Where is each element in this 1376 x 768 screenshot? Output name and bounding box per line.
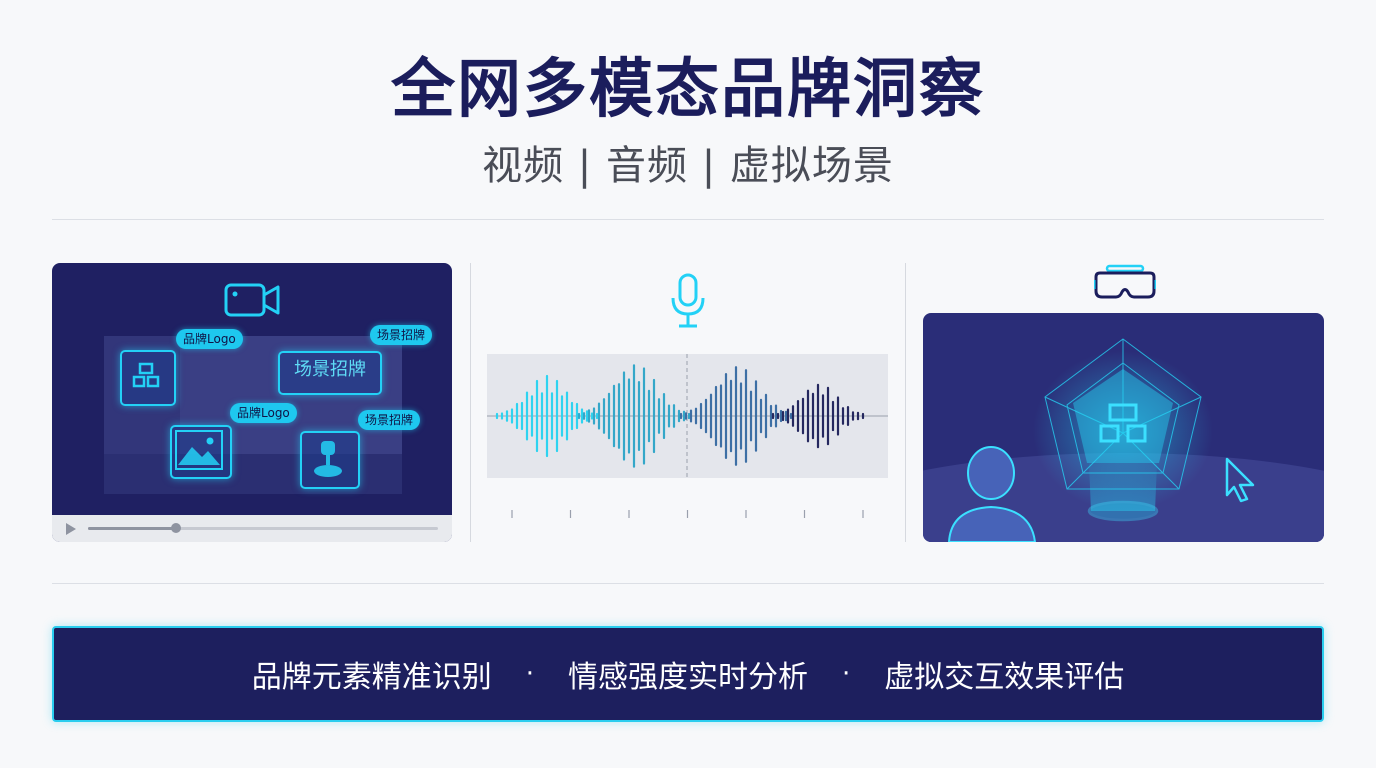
signboard-text: 场景招牌 bbox=[294, 359, 366, 380]
page-subtitle: 视频 | 音频 | 虚拟场景 bbox=[482, 143, 894, 189]
image-icon bbox=[175, 430, 223, 470]
audio-waveform bbox=[487, 354, 888, 478]
feature-banner: 品牌元素精准识别 · 情感强度实时分析 · 虚拟交互效果评估 bbox=[52, 626, 1324, 722]
column-divider bbox=[905, 263, 906, 542]
banner-separator: · bbox=[525, 659, 534, 689]
image-detection-box bbox=[170, 425, 232, 479]
banner-separator: · bbox=[842, 659, 851, 689]
top-divider bbox=[52, 219, 1324, 220]
cursor-icon bbox=[1225, 457, 1255, 503]
play-icon[interactable] bbox=[65, 522, 77, 536]
person-icon bbox=[947, 446, 1037, 542]
virtual-scene-panel bbox=[923, 313, 1324, 542]
detection-tag: 品牌Logo bbox=[230, 403, 297, 423]
video-camera-icon bbox=[224, 283, 280, 317]
signboard-detection-box: 场景招牌 bbox=[278, 351, 382, 395]
vr-headset-icon bbox=[1094, 264, 1156, 299]
logo-detection-box bbox=[120, 350, 176, 406]
grid-icon bbox=[132, 362, 160, 388]
microphone-icon bbox=[671, 273, 705, 328]
video-controls bbox=[52, 515, 452, 542]
detection-tag: 品牌Logo bbox=[176, 329, 243, 349]
bottom-divider bbox=[52, 583, 1324, 584]
detection-tag: 场景招牌 bbox=[358, 410, 421, 430]
detection-tag: 场景招牌 bbox=[370, 325, 433, 345]
audio-waveform-panel bbox=[487, 354, 888, 478]
page-title: 全网多模态品牌洞察 bbox=[391, 53, 985, 127]
feature-item-brand-recognition: 品牌元素精准识别 bbox=[251, 660, 492, 695]
audio-timeline-ticks bbox=[511, 510, 864, 518]
feature-item-emotion-analysis: 情感强度实时分析 bbox=[568, 660, 808, 695]
brand-logo-icon bbox=[1099, 403, 1147, 443]
figure-detection-box bbox=[300, 431, 360, 489]
video-progress-fill bbox=[88, 527, 176, 530]
video-progress-bar[interactable] bbox=[88, 523, 438, 533]
video-progress-knob[interactable] bbox=[170, 523, 181, 533]
column-divider bbox=[470, 263, 471, 542]
video-panel: 场景招牌 品牌Logo 场景招牌 品牌Logo 场景招牌 bbox=[52, 263, 452, 542]
feature-item-virtual-interaction: 虚拟交互效果评估 bbox=[884, 660, 1125, 695]
virtual-scene-illustration bbox=[923, 338, 1324, 542]
mascot-icon bbox=[314, 441, 342, 477]
